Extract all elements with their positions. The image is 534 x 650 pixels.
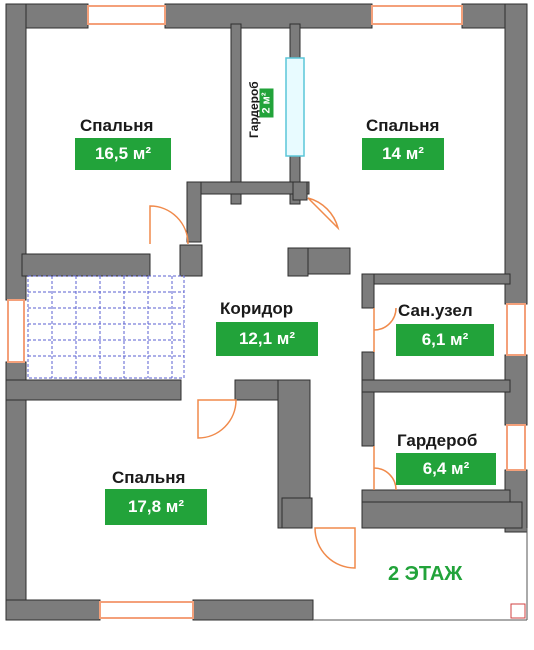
walls	[5, 3, 528, 621]
doors	[149, 197, 397, 569]
stairs	[27, 275, 185, 379]
room-name-corridor: Коридор	[220, 299, 294, 318]
floor-label: 2 ЭТАЖ	[388, 563, 463, 585]
room-area-bedroom-2: 14 м²	[362, 138, 444, 170]
room-area-bathroom: 6,1 м²	[396, 324, 494, 356]
room-area-corridor: 12,1 м²	[216, 322, 318, 356]
room-name-bedroom-3: Спальня	[112, 468, 186, 487]
terrace	[313, 528, 528, 621]
room-area-wardrobe-large: 6,4 м²	[396, 453, 496, 485]
window-wardrobe	[285, 57, 305, 157]
room-name-wardrobe-large: Гардероб	[397, 431, 478, 450]
windows	[7, 5, 526, 619]
room-area-bedroom-3: 17,8 м²	[105, 489, 207, 525]
room-area-bedroom-1: 16,5 м²	[75, 138, 171, 170]
room-name-bedroom-1: Спальня	[80, 116, 154, 135]
room-area-wardrobe-small: 2 м²	[259, 88, 274, 118]
room-name-bathroom: Сан.узел	[398, 301, 473, 320]
room-name-bedroom-2: Спальня	[366, 116, 440, 135]
